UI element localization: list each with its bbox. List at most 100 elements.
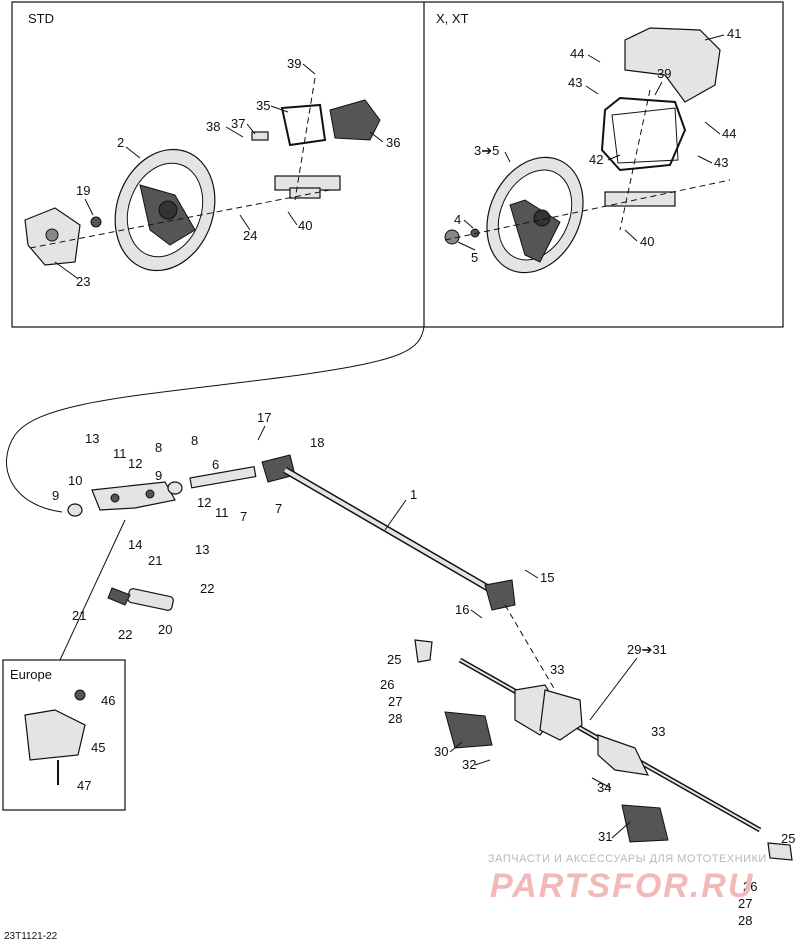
std-cover-23 bbox=[24, 207, 81, 266]
callout-6: 6 bbox=[212, 457, 219, 472]
callout-11a: 11 bbox=[113, 446, 127, 461]
callout-43a: 43 bbox=[568, 75, 582, 90]
callout-12a: 12 bbox=[128, 456, 142, 471]
std-box-title: STD bbox=[28, 11, 54, 26]
europe-shield-45 bbox=[24, 689, 86, 785]
std-bezel-35 bbox=[280, 103, 327, 147]
callout-7a: 7 bbox=[240, 509, 247, 524]
xxt-steering-wheel bbox=[486, 156, 584, 274]
u-joint-upper bbox=[261, 454, 296, 483]
callout-2: 2 bbox=[117, 135, 124, 150]
assembly-connector-curve bbox=[6, 326, 425, 513]
callout-37: 37 bbox=[231, 116, 245, 131]
leader-lines bbox=[54, 34, 725, 839]
callout-13a: 13 bbox=[85, 431, 99, 446]
std-pod-36 bbox=[329, 99, 381, 141]
watermark-logo: PARTSFOR.RU bbox=[490, 867, 754, 905]
callout-21a: 21 bbox=[148, 553, 162, 568]
callout-27b: 27 bbox=[738, 896, 752, 911]
callout-30: 30 bbox=[434, 744, 448, 759]
callout-44a: 44 bbox=[570, 46, 584, 61]
callout-11b: 11 bbox=[215, 505, 229, 520]
europe-leader bbox=[59, 519, 126, 661]
top-frame bbox=[11, 1, 784, 328]
callout-39a: 39 bbox=[287, 56, 301, 71]
bushing-9-right bbox=[167, 481, 183, 495]
callout-31: 31 bbox=[598, 829, 612, 844]
callout-41: 41 bbox=[727, 26, 741, 41]
callout-7b: 7 bbox=[275, 501, 282, 516]
callout-9b: 9 bbox=[52, 488, 59, 503]
callout-25b: 25 bbox=[781, 831, 795, 846]
callout-26a: 26 bbox=[380, 677, 394, 692]
callout-20: 20 bbox=[158, 622, 172, 637]
callout-34: 34 bbox=[597, 780, 611, 795]
callout-43b: 43 bbox=[714, 155, 728, 170]
callout-13b: 13 bbox=[195, 542, 209, 557]
xxt-bezel-42 bbox=[600, 96, 687, 172]
callout-15: 15 bbox=[540, 570, 554, 585]
callout-4: 4 bbox=[454, 212, 461, 227]
std-steering-wheel bbox=[114, 148, 216, 272]
callout-16: 16 bbox=[455, 602, 469, 617]
callout-26b: 26 bbox=[743, 879, 757, 894]
tie-rod-end-left bbox=[414, 639, 433, 663]
callout-18: 18 bbox=[310, 435, 324, 450]
callout-24: 24 bbox=[243, 228, 257, 243]
callout-35: 35 bbox=[256, 98, 270, 113]
std-bracket-37 bbox=[251, 131, 269, 141]
boot-31 bbox=[621, 804, 669, 843]
callout-42: 42 bbox=[589, 152, 603, 167]
europe-box-title: Europe bbox=[10, 667, 52, 682]
callout-36: 36 bbox=[386, 135, 400, 150]
column-shaft-1 bbox=[283, 466, 502, 599]
figure-reference: 23T1121-22 bbox=[4, 931, 58, 942]
tilt-actuator-20 bbox=[107, 587, 174, 611]
std-screw-dash bbox=[294, 77, 316, 201]
watermark-tagline: ЗАПЧАСТИ И АКСЕССУАРЫ ДЛЯ МОТОТЕХНИКИ bbox=[488, 853, 767, 865]
callout-8a: 8 bbox=[155, 440, 162, 455]
boot-30 bbox=[444, 711, 493, 749]
shaft-6 bbox=[189, 466, 257, 489]
tie-rod-end-right bbox=[767, 842, 793, 861]
callout-3to5: 3➔5 bbox=[474, 143, 499, 158]
callout-5: 5 bbox=[471, 250, 478, 265]
u-joint-lower bbox=[484, 579, 516, 611]
callout-1: 1 bbox=[410, 487, 417, 502]
bushing-9-left bbox=[67, 503, 83, 517]
callout-40b: 40 bbox=[640, 234, 654, 249]
std-axis-dash bbox=[29, 189, 331, 249]
xxt-axis-dash bbox=[444, 179, 731, 241]
xxt-screw-dash bbox=[619, 89, 651, 231]
xxt-cover-41 bbox=[624, 27, 721, 103]
callout-47: 47 bbox=[77, 778, 91, 793]
callout-40a: 40 bbox=[298, 218, 312, 233]
callout-25a: 25 bbox=[387, 652, 401, 667]
callout-33a: 33 bbox=[550, 662, 564, 677]
callout-9a: 9 bbox=[155, 468, 162, 483]
callout-10: 10 bbox=[68, 473, 82, 488]
callout-33b: 33 bbox=[651, 724, 665, 739]
nut-19 bbox=[90, 216, 102, 228]
callout-27a: 27 bbox=[388, 694, 402, 709]
callout-28b: 28 bbox=[738, 913, 752, 928]
steering-rack bbox=[458, 657, 762, 833]
column-to-rack-dash bbox=[504, 604, 556, 691]
callout-12b: 12 bbox=[197, 495, 211, 510]
callout-44b: 44 bbox=[722, 126, 736, 141]
callout-45: 45 bbox=[91, 740, 105, 755]
column-bracket-10 bbox=[91, 481, 176, 511]
callout-14: 14 bbox=[128, 537, 142, 552]
xxt-box-title: X, XT bbox=[436, 11, 469, 26]
callout-22a: 22 bbox=[200, 581, 214, 596]
callout-28a: 28 bbox=[388, 711, 402, 726]
callout-19: 19 bbox=[76, 183, 90, 198]
callout-23: 23 bbox=[76, 274, 90, 289]
callout-32: 32 bbox=[462, 757, 476, 772]
callout-29to31: 29➔31 bbox=[627, 642, 667, 657]
callout-46: 46 bbox=[101, 693, 115, 708]
callout-21b: 21 bbox=[72, 608, 86, 623]
callout-38: 38 bbox=[206, 119, 220, 134]
callout-17: 17 bbox=[257, 410, 271, 425]
